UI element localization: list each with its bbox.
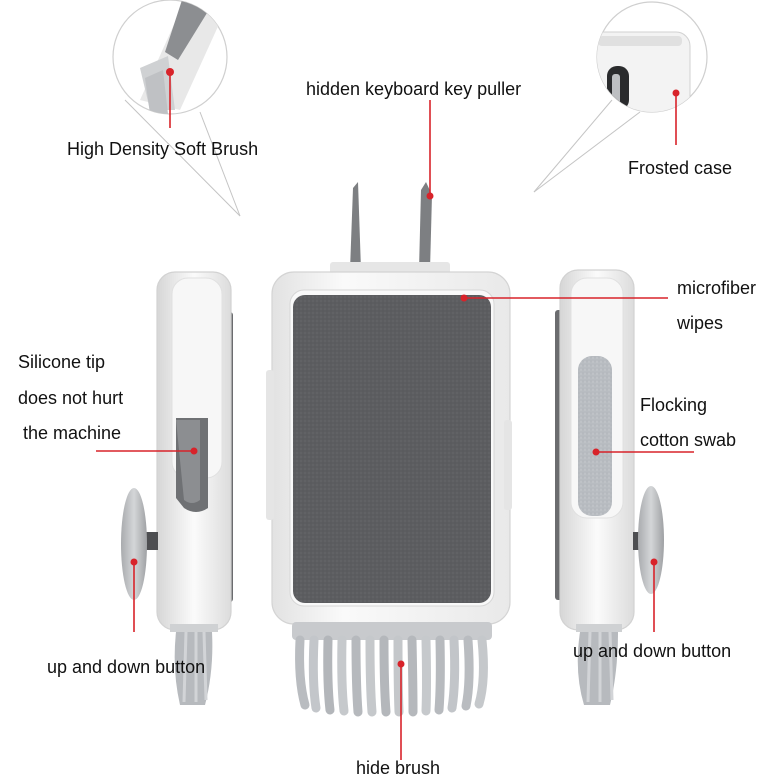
callout-lines: [96, 100, 694, 760]
label-soft-brush: High Density Soft Brush: [67, 139, 259, 159]
left-up-down-button: [121, 488, 147, 600]
main-device: [266, 182, 512, 640]
label-flocking-line1: Flocking: [640, 395, 708, 415]
label-microfiber-line1: microfiber: [677, 278, 757, 298]
label-key-puller: hidden keyboard key puller: [306, 79, 522, 99]
flocking-cotton-swab: [578, 356, 612, 516]
right-side-device: [555, 269, 664, 705]
key-puller-prong-right: [419, 182, 432, 270]
hide-brush-bristles: [295, 635, 488, 717]
label-button-right: up and down button: [573, 641, 732, 661]
label-hide-brush: hide brush: [356, 758, 441, 778]
label-silicone-line1: Silicone tip: [18, 352, 106, 372]
label-frosted-case: Frosted case: [628, 158, 733, 178]
microfiber-pad: [293, 295, 491, 603]
soft-brush-zoom-circle: [112, 0, 241, 217]
label-flocking-line2: cotton swab: [640, 430, 737, 450]
right-up-down-button: [638, 486, 664, 594]
frosted-case-zoom-circle: [533, 1, 708, 193]
label-silicone-line3: the machine: [23, 423, 122, 443]
label-button-left: up and down button: [47, 657, 206, 677]
label-microfiber-line2: wipes: [677, 313, 724, 333]
label-silicone-line2: does not hurt: [18, 388, 124, 408]
left-side-device: [121, 271, 233, 705]
key-puller-prong-left: [350, 182, 361, 270]
